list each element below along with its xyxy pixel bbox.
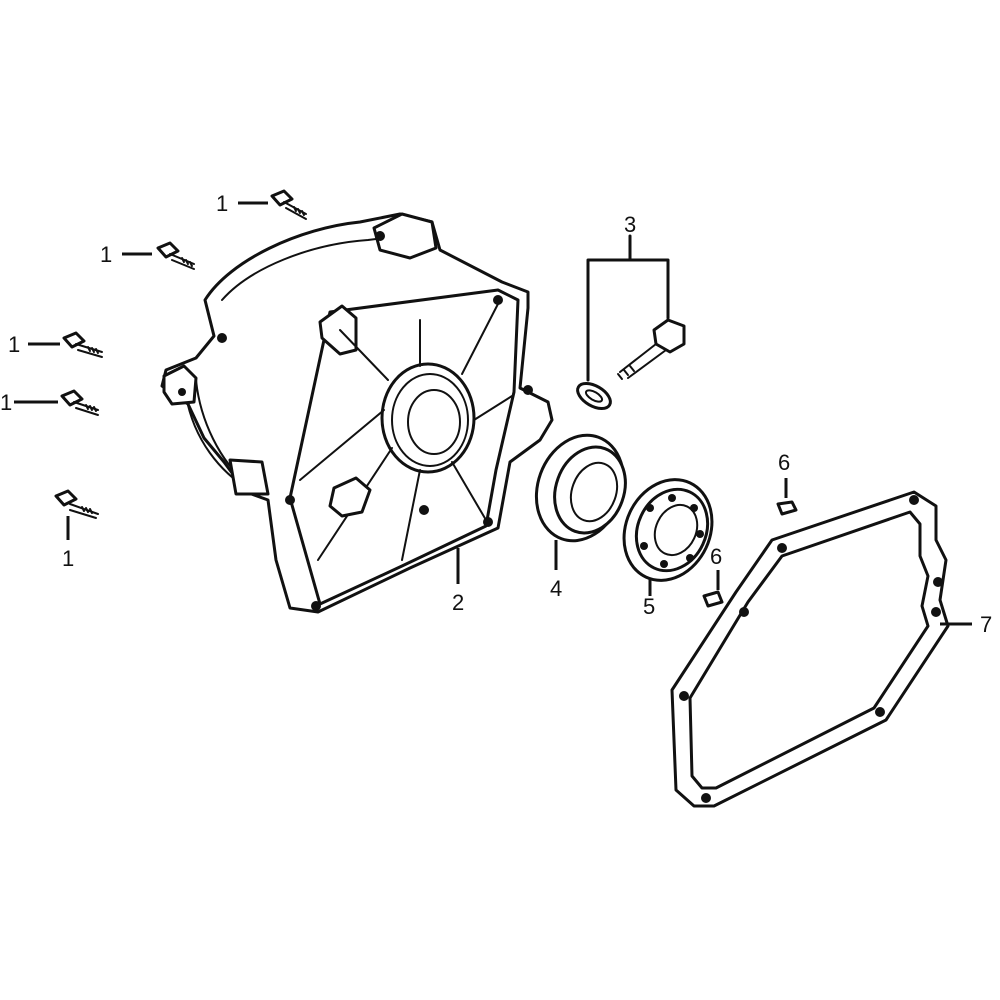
callout-oil-seal: 4 <box>550 576 562 601</box>
callout-dowel-upper: 6 <box>778 450 790 475</box>
flange-bolt-4 <box>14 389 99 416</box>
flange-bolt-2 <box>122 241 195 270</box>
callout-drain-group: 3 <box>624 212 636 237</box>
callout-bearing: 5 <box>643 594 655 619</box>
callout-dowel-lower: 6 <box>710 544 722 569</box>
crankcase-cover <box>160 212 554 614</box>
callout-bolt-2: 1 <box>100 242 112 267</box>
oil-seal <box>534 433 627 570</box>
callout-bolt-5: 1 <box>62 546 74 571</box>
callout-bolt-4: 1 <box>0 390 12 415</box>
callout-bolt-3: 1 <box>8 332 20 357</box>
drain-plug-group <box>576 234 686 410</box>
flange-bolt-3 <box>28 331 103 358</box>
dowel-pin-lower <box>702 570 724 608</box>
callout-gasket: 7 <box>980 612 992 637</box>
flange-bolt-1 <box>238 189 307 220</box>
callout-bolt-1: 1 <box>216 191 228 216</box>
flange-bolt-5 <box>54 489 99 540</box>
cover-gasket <box>670 490 972 808</box>
ball-bearing <box>622 478 714 596</box>
dowel-pin-upper <box>776 478 798 516</box>
callout-cover: 2 <box>452 590 464 615</box>
